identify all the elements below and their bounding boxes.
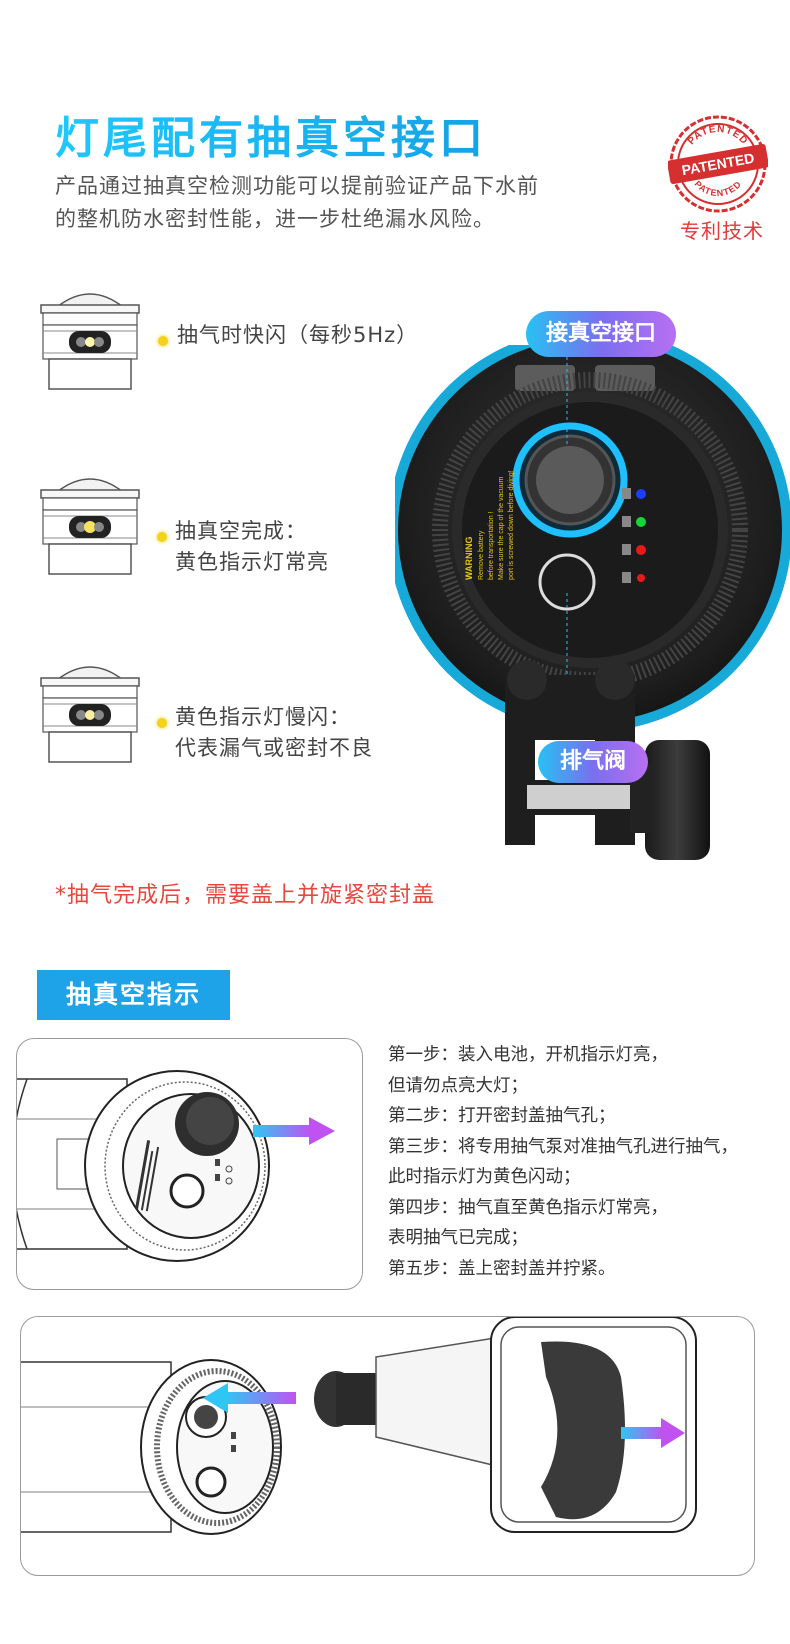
warning-line-3: Make sure the cap of the vacuum <box>498 476 505 580</box>
description-line-1: 产品通过抽真空检测功能可以提前验证产品下水前 <box>55 174 539 198</box>
svg-text:PATENTED: PATENTED <box>693 179 744 199</box>
description-line-2: 的整机防水密封性能，进一步杜绝漏水风险。 <box>55 207 495 231</box>
indicator-text-3-line2: 代表漏气或密封不良 <box>175 736 373 760</box>
svg-text:PATENTED: PATENTED <box>686 124 750 147</box>
warning-line-4: port is screwed down before diving! <box>508 470 515 580</box>
seal-top-text: PATENTED <box>686 124 749 147</box>
section-badge: 抽真空指示 <box>37 970 230 1020</box>
indicator-text-3-line1: 黄色指示灯慢闪： <box>175 705 351 729</box>
exhaust-valve-callout: 排气阀 <box>538 741 648 783</box>
flash-light-illustration-icon <box>40 293 140 390</box>
step-line: 表明抽气已完成； <box>388 1228 528 1248</box>
indicator-text-1: 抽气时快闪（每秒5Hz） <box>177 323 419 347</box>
pump-attach-illustration-icon <box>21 1317 697 1535</box>
indicator-dot <box>157 532 167 542</box>
step-illustration-panel-2 <box>20 1316 755 1576</box>
patent-label: 专利技术 <box>680 219 764 243</box>
open-cap-illustration-icon <box>17 1070 335 1262</box>
vacuum-port-callout: 接真空接口 <box>526 311 676 357</box>
patented-seal-icon: PATENTED PATENTED PATENTED <box>668 115 768 213</box>
indicator-dot <box>158 336 168 346</box>
step-line: 第三步：将专用抽气泵对准抽气孔进行抽气， <box>388 1136 738 1157</box>
page-description: 产品通过抽真空检测功能可以提前验证产品下水前 的整机防水密封性能，进一步杜绝漏水… <box>55 170 635 236</box>
warning-line-2: before transportation ! <box>488 511 495 580</box>
vacuum-steps-list: 第一步：装入电池，开机指示灯亮， 但请勿点亮大灯； 第二步：打开密封盖抽气孔； … <box>388 1040 783 1284</box>
warning-heading: WARNING <box>464 537 474 581</box>
indicator-text-2: 抽真空完成： 黄色指示灯常亮 <box>175 516 329 578</box>
step-line: 第五步：盖上密封盖并拧紧。 <box>388 1258 616 1279</box>
indicator-text-3: 黄色指示灯慢闪： 代表漏气或密封不良 <box>175 702 373 764</box>
indicator-text-2-line2: 黄色指示灯常亮 <box>175 550 329 574</box>
sealing-note: *抽气完成后，需要盖上并旋紧密封盖 <box>55 883 436 908</box>
step-line: 第一步：装入电池，开机指示灯亮， <box>388 1045 668 1065</box>
dive-light-tail-device-icon: WARNING Remove battery before transporta… <box>395 345 790 860</box>
slow-flash-light-illustration-icon <box>40 666 140 763</box>
indicator-text-2-line1: 抽真空完成： <box>175 519 307 543</box>
seal-bottom-text: PATENTED <box>693 179 743 199</box>
step-line: 第二步：打开密封盖抽气孔； <box>388 1106 616 1126</box>
step-line: 但请勿点亮大灯； <box>388 1075 528 1096</box>
steady-light-illustration-icon <box>40 478 140 575</box>
warning-line-1: Remove battery <box>478 530 485 580</box>
page-title: 灯尾配有抽真空接口 <box>55 102 487 166</box>
step-line: 第四步：抽气直至黄色指示灯常亮， <box>388 1197 668 1218</box>
step-line: 此时指示灯为黄色闪动； <box>388 1167 581 1187</box>
indicator-dot <box>157 718 167 728</box>
step-illustration-panel-1 <box>16 1038 363 1290</box>
